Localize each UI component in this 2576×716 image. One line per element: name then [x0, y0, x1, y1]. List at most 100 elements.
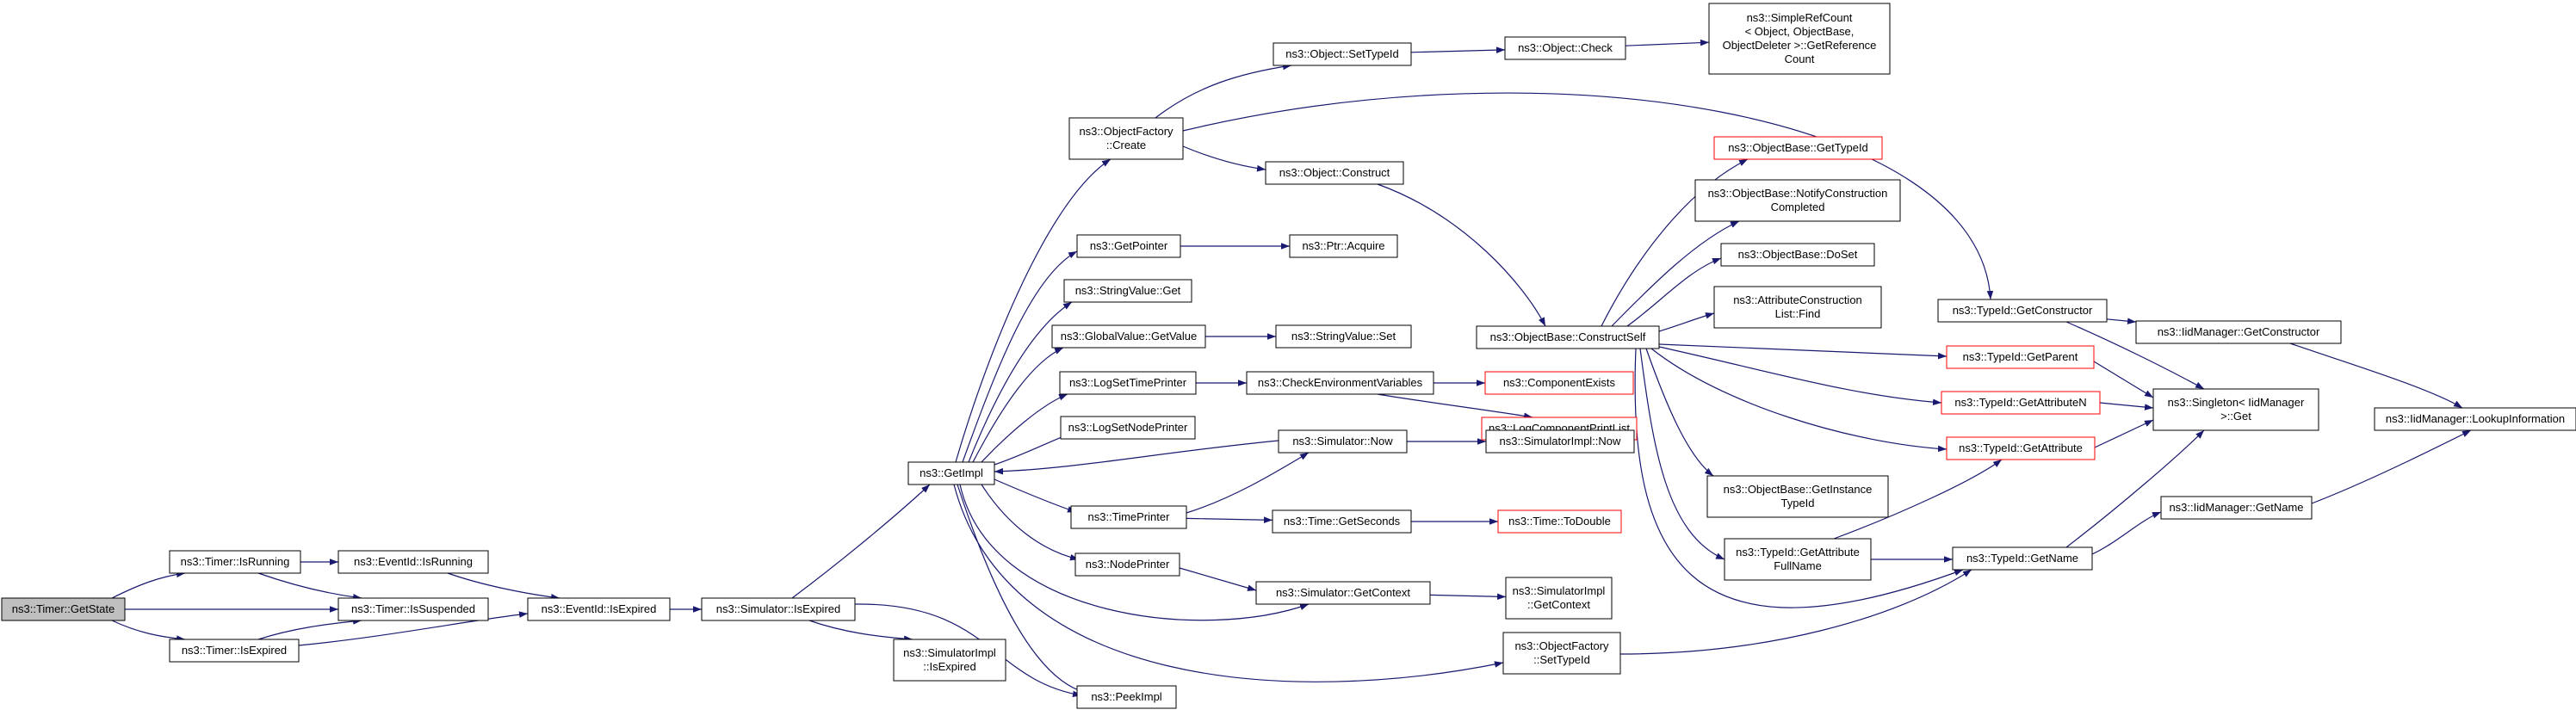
node-label: ns3::IidManager::GetName — [2169, 501, 2303, 514]
node-box — [1289, 234, 1398, 258]
node-stringvalue-get[interactable]: ns3::StringValue::Get — [1063, 279, 1192, 303]
node-label: TypeId — [1780, 497, 1814, 509]
edge-objfactory_create-to-object_construct — [1182, 145, 1266, 172]
node-label: ns3::LogSetTimePrinter — [1069, 376, 1187, 389]
node-typeid-getattribute[interactable]: ns3::TypeId::GetAttribute — [1946, 436, 2096, 460]
edge-getstate-to-isrunning — [111, 571, 186, 599]
node-objbase-notify[interactable]: ns3::ObjectBase::NotifyConstructionCompl… — [1694, 179, 1901, 222]
edge-getimpl-to-stringvalue_get — [968, 301, 1073, 463]
node-label: ns3::GetPointer — [1090, 239, 1168, 252]
edge-eid_isrunning-to-eid_isexpired — [447, 572, 560, 601]
edge-object_settypeid-to-object_check — [1410, 46, 1506, 53]
edge-objbase_constructself-to-typeid_getattribute — [1650, 348, 1947, 453]
edge-getimpl-to-globalvalue_getvalue — [972, 347, 1064, 463]
edge-iidmanager_getconstructor-to-iidmanager_lookupinfo — [2289, 343, 2463, 409]
node-typeid-getname[interactable]: ns3::TypeId::GetName — [1952, 546, 2093, 571]
node-box — [1946, 436, 2096, 460]
node-iidmanager-getname[interactable]: ns3::IidManager::GetName — [2160, 496, 2313, 520]
node-box — [1265, 161, 1404, 185]
node-typeid-getparent[interactable]: ns3::TypeId::GetParent — [1946, 345, 2095, 369]
node-time-getseconds[interactable]: ns3::Time::GetSeconds — [1272, 509, 1412, 534]
node-box — [2374, 407, 2576, 431]
node-box — [1273, 42, 1412, 66]
node-objbase-doset[interactable]: ns3::ObjectBase::DoSet — [1720, 243, 1875, 267]
node-globalvalue-getvalue[interactable]: ns3::GlobalValue::GetValue — [1051, 324, 1206, 349]
node-box — [1946, 345, 2095, 369]
node-label: ns3::SimulatorImpl — [1513, 584, 1606, 597]
node-eid-isexpired[interactable]: ns3::EventId::IsExpired — [527, 597, 671, 621]
node-box — [1713, 136, 1883, 160]
node-label: List::Find — [1775, 307, 1821, 320]
node-singleton-get[interactable]: ns3::Singleton< IidManager >::Get — [2152, 388, 2319, 431]
node-label: ns3::TypeId::GetParent — [1963, 350, 2078, 363]
node-peekimpl[interactable]: ns3::PeekImpl — [1076, 685, 1177, 709]
edge-typeid_getconstructor-to-singleton_get — [2065, 321, 2205, 390]
node-isrunning[interactable]: ns3::Timer::IsRunning — [169, 550, 301, 574]
node-logsettimeprinter[interactable]: ns3::LogSetTimePrinter — [1059, 371, 1197, 395]
node-isexpired[interactable]: ns3::Timer::IsExpired — [169, 639, 300, 663]
node-label: ns3::CheckEnvironmentVariables — [1258, 376, 1423, 389]
node-componentexists[interactable]: ns3::ComponentExists — [1484, 371, 1634, 395]
node-logsetnodeprinter[interactable]: ns3::LogSetNodePrinter — [1060, 416, 1196, 440]
node-box — [1502, 632, 1621, 675]
node-iidmanager-getconstructor[interactable]: ns3::IidManager::GetConstructor — [2135, 320, 2342, 344]
node-object-settypeid[interactable]: ns3::Object::SetTypeId — [1273, 42, 1412, 66]
node-objfactory-settypeid[interactable]: ns3::ObjectFactory::SetTypeId — [1502, 632, 1621, 675]
node-getpointer[interactable]: ns3::GetPointer — [1076, 234, 1181, 258]
node-simimpl-isexpired[interactable]: ns3::SimulatorImpl::IsExpired — [893, 639, 1006, 682]
edge-sim_isexpired-to-getimpl — [791, 484, 931, 599]
node-sim-isexpired[interactable]: ns3::Simulator::IsExpired — [701, 597, 856, 621]
node-box — [337, 597, 489, 621]
edge-objfactory_create-to-typeid_getconstructor — [1182, 92, 1994, 300]
node-label: Count — [1785, 52, 1815, 65]
node-typeid-getattributen[interactable]: ns3::TypeId::GetAttributeN — [1941, 391, 2101, 415]
edge-getimpl-to-objfactory_settypeid — [953, 484, 1504, 682]
node-box — [1, 597, 126, 621]
node-label: ns3::Object::Check — [1518, 41, 1613, 54]
node-sim-getcontext[interactable]: ns3::Simulator::GetContext — [1255, 581, 1431, 605]
node-typeid-getconstructor[interactable]: ns3::TypeId::GetConstructor — [1937, 299, 2108, 323]
edge-getimpl-to-nodeprinter — [981, 484, 1080, 561]
node-simimpl-now[interactable]: ns3::SimulatorImpl::Now — [1485, 429, 1635, 454]
edge-object_check-to-simplerefcount — [1625, 39, 1710, 46]
edge-getimpl-to-getpointer — [962, 250, 1078, 463]
node-issuspended[interactable]: ns3::Timer::IsSuspended — [337, 597, 489, 621]
node-eid-isrunning[interactable]: ns3::EventId::IsRunning — [337, 550, 489, 574]
edge-objbase_constructself-to-objbase_gettypeid — [1601, 158, 1749, 327]
node-box — [1051, 324, 1206, 349]
edge-iidmanager_getname-to-iidmanager_lookupinfo — [2311, 429, 2472, 504]
node-objbase-gettypeid[interactable]: ns3::ObjectBase::GetTypeId — [1713, 136, 1883, 160]
node-object-construct[interactable]: ns3::Object::Construct — [1265, 161, 1404, 185]
node-box — [169, 639, 300, 663]
node-sim-now[interactable]: ns3::Simulator::Now — [1278, 429, 1408, 454]
node-label: ns3::GetImpl — [920, 466, 983, 479]
node-getstate[interactable]: ns3::Timer::GetState — [1, 597, 126, 621]
edge-timeprinter-to-time_getseconds — [1186, 516, 1273, 523]
node-label: ns3::Timer::IsExpired — [182, 644, 287, 657]
node-checkenvvars[interactable]: ns3::CheckEnvironmentVariables — [1246, 371, 1434, 395]
node-stringvalue-set[interactable]: ns3::StringValue::Set — [1275, 324, 1412, 349]
edge-typeid_getname-to-singleton_get — [2065, 429, 2205, 548]
node-label: ns3::Timer::IsRunning — [181, 555, 290, 568]
node-object-check[interactable]: ns3::Object::Check — [1504, 36, 1626, 60]
node-label: ns3::ObjectFactory — [1514, 639, 1609, 652]
node-box — [1485, 429, 1635, 454]
edge-typeid_getattribute-to-singleton_get — [2094, 419, 2154, 448]
node-nodeprinter[interactable]: ns3::NodePrinter — [1074, 552, 1180, 577]
node-iidmanager-lookupinfo[interactable]: ns3::IidManager::LookupInformation — [2374, 407, 2576, 431]
node-label: FullName — [1774, 559, 1822, 572]
node-label: ns3::TimePrinter — [1088, 510, 1171, 523]
node-getimpl[interactable]: ns3::GetImpl — [907, 461, 995, 485]
node-timeprinter[interactable]: ns3::TimePrinter — [1070, 505, 1187, 529]
edge-object_construct-to-objbase_constructself — [1377, 183, 1546, 327]
node-time-todouble[interactable]: ns3::Time::ToDouble — [1497, 509, 1622, 534]
node-simimpl-getcontext[interactable]: ns3::SimulatorImpl::GetContext — [1505, 577, 1613, 620]
node-objfactory-create[interactable]: ns3::ObjectFactory::Create — [1068, 117, 1184, 160]
node-ptr-acquire[interactable]: ns3::Ptr::Acquire — [1289, 234, 1398, 258]
node-simplerefcount[interactable]: ns3::SimpleRefCount< Object, ObjectBase,… — [1708, 3, 1891, 75]
node-objbase-constructself[interactable]: ns3::ObjectBase::ConstructSelf — [1476, 325, 1660, 349]
edge-objfactory_create-to-object_settypeid — [1155, 63, 1292, 119]
